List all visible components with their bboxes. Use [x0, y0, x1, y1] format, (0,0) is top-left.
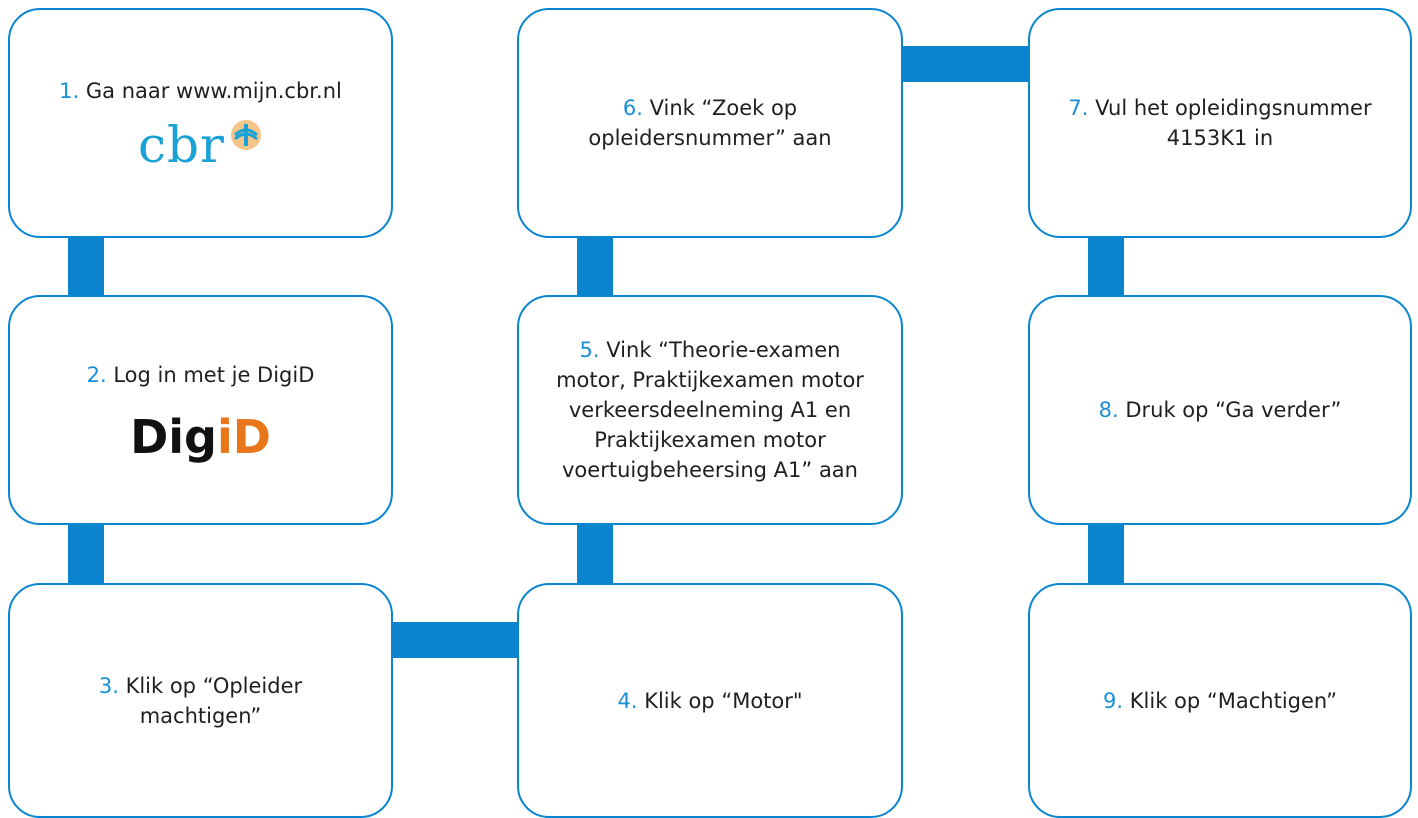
step-box-1: 1. Ga naar www.mijn.cbr.nl cbr [8, 8, 393, 238]
cbr-emblem-icon [230, 120, 261, 150]
step-text-9: 9. Klik op “Machtigen” [1103, 686, 1337, 716]
step-number-7: 7. [1068, 96, 1089, 120]
cbr-logo: cbr [138, 120, 263, 170]
step-number-5: 5. [579, 338, 600, 362]
step-label-5: Vink “Theorie-examen motor, Praktijkexam… [556, 338, 864, 482]
step-text-2: 2. Log in met je DigiD [87, 360, 315, 390]
connector-3-4 [385, 622, 526, 658]
step-box-2: 2. Log in met je DigiD DigiD [8, 295, 393, 525]
step-text-7: 7. Vul het opleidingsnummer 4153K1 in [1048, 93, 1392, 153]
connector-2-3 [68, 516, 104, 591]
step-text-3: 3. Klik op “Opleider machtigen” [28, 671, 373, 731]
step-label-9: Klik op “Machtigen” [1129, 688, 1337, 713]
digid-logo-part1: Dig [130, 410, 217, 464]
step-number-1: 1. [59, 79, 80, 103]
step-box-6: 6. Vink “Zoek op opleidersnummer” aan [517, 8, 903, 238]
connector-1-2 [68, 230, 104, 305]
step-label-6: Vink “Zoek op opleidersnummer” aan [588, 96, 832, 150]
step-box-9: 9. Klik op “Machtigen” [1028, 583, 1412, 818]
connector-4-5 [577, 516, 613, 591]
step-number-2: 2. [86, 363, 107, 387]
step-text-6: 6. Vink “Zoek op opleidersnummer” aan [537, 93, 883, 153]
connector-7-8 [1088, 230, 1124, 305]
step-box-3: 3. Klik op “Opleider machtigen” [8, 583, 393, 818]
connector-8-9 [1088, 516, 1124, 591]
step-text-8: 8. Druk op “Ga verder” [1099, 395, 1342, 425]
step-box-5: 5. Vink “Theorie-examen motor, Praktijke… [517, 295, 903, 525]
step-number-3: 3. [98, 673, 119, 698]
step-text-1: 1. Ga naar www.mijn.cbr.nl [59, 76, 342, 106]
step-label-2: Log in met je DigiD [113, 363, 315, 387]
step-box-4: 4. Klik op “Motor" [517, 583, 903, 818]
step-label-7: Vul het opleidingsnummer 4153K1 in [1095, 96, 1372, 150]
digid-logo-part2: iD [216, 410, 271, 464]
step-number-4: 4. [617, 688, 638, 713]
cbr-logo-text: cbr [138, 116, 225, 174]
step-text-4: 4. Klik op “Motor" [617, 686, 802, 716]
step-box-8: 8. Druk op “Ga verder” [1028, 295, 1412, 525]
step-label-4: Klik op “Motor" [644, 688, 803, 713]
step-number-9: 9. [1103, 688, 1124, 713]
digid-logo: DigiD [130, 414, 271, 460]
connector-6-7 [895, 46, 1037, 82]
step-box-7: 7. Vul het opleidingsnummer 4153K1 in [1028, 8, 1412, 238]
step-label-3: Klik op “Opleider machtigen” [125, 673, 303, 728]
step-number-6: 6. [622, 96, 643, 120]
step-number-8: 8. [1098, 398, 1119, 422]
step-label-8: Druk op “Ga verder” [1125, 398, 1342, 422]
step-text-5: 5. Vink “Theorie-examen motor, Praktijke… [537, 335, 883, 485]
connector-5-6 [577, 230, 613, 305]
step-label-1: Ga naar www.mijn.cbr.nl [85, 79, 342, 103]
